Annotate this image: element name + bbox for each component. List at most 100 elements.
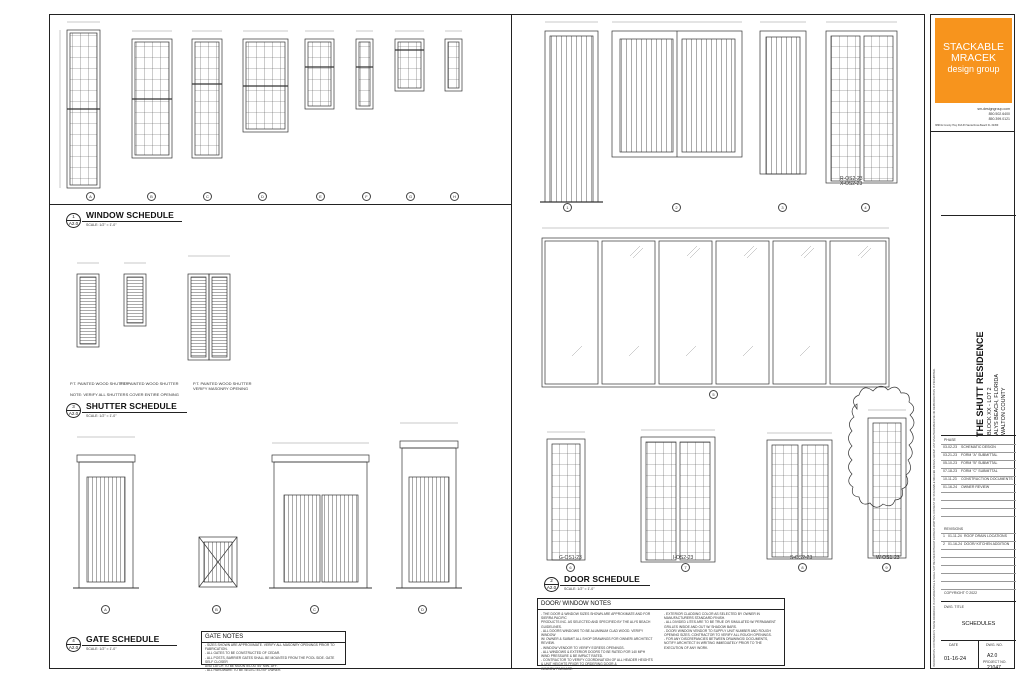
firm-website: sm-designgroup.com <box>977 107 1010 111</box>
disclaimer-text: INFORMATION CONTAINED IN THESE DRAWINGS … <box>933 368 936 667</box>
dwg-no-value: A2.0 <box>987 653 998 659</box>
door-label-4: 4 <box>861 203 870 212</box>
project-county: WALTON COUNTY <box>1001 387 1007 435</box>
firm-name-line3: design group <box>947 64 1000 74</box>
shutter-note-c: P.T. PAINTED WOOD SHUTTER <box>193 381 252 386</box>
project-no-value: 21047 <box>987 665 1001 671</box>
door-tag-9: W-OS1-23 <box>876 555 900 561</box>
dw-note: W/ OWNER & SUBMIT ALL SHOP DRAWINGS FOR … <box>541 637 653 646</box>
gate-label-c: C <box>310 605 319 614</box>
gate-notes-title: GATE NOTES <box>202 632 345 643</box>
door-elevations <box>540 21 915 563</box>
dw-note: - WINDOW VENDOR TO VERIFY EGRESS OPENING… <box>541 645 625 650</box>
window-label-g: G <box>406 192 415 201</box>
dw-note: - ALL WINDOWS & EXTERIOR DOORS TO BE RAT… <box>541 649 646 654</box>
door-schedule-title: DOOR SCHEDULE <box>564 574 640 584</box>
dw-note: GRILLES INSIDE AND OUT W/ SHADOW BARS. <box>664 624 737 629</box>
door-label-8: 8 <box>798 563 807 572</box>
door-tag-4a: R-OS2-23 <box>840 176 863 182</box>
project-city: ALYS BEACH, FLORIDA <box>994 373 1000 435</box>
gate-schedule-scale: SCALE: 1/2" = 1'-0" <box>86 647 117 651</box>
window-label-f: F <box>362 192 371 201</box>
dwg-title-label: DWG. TITLE <box>944 605 964 609</box>
dw-note: OPENING SIZES. CONTRACTOR TO VERIFY ALL … <box>664 633 772 638</box>
dw-note: - ALL DIVIDED LITES ARE TO BE TRUE OR SI… <box>664 620 776 625</box>
shutter-note-b: P.T. PAINTED WOOD SHUTTER <box>120 381 179 386</box>
dw-note: - THE DOOR & WINDOW SIZES SHOWN ARE APPR… <box>541 612 651 621</box>
vertical-divider <box>511 14 512 669</box>
gate-label-d: D <box>418 605 427 614</box>
shutter-elevations <box>76 255 231 361</box>
dw-note: & UNIT HEIGHTS PRIOR TO ORDERING DOOR & <box>541 662 617 667</box>
firm-phone-2: 850.399.0121 <box>988 117 1010 121</box>
drawing-sheet <box>49 14 925 669</box>
gate-elevations <box>73 422 462 589</box>
door-tag-8: S-OS2-23 <box>790 555 813 561</box>
gate-note: - ALL POSTS, BARRIER GATES SHALL BE MOUN… <box>205 655 335 664</box>
door-label-1: 1 <box>563 203 572 212</box>
shutter-schedule-title: SHUTTER SCHEDULE <box>86 401 177 411</box>
shutter-note-a: P.T. PAINTED WOOD SHUTTER <box>70 381 129 386</box>
dw-note: MANUFACTURERS STANDARD FINISH. <box>664 616 726 621</box>
dw-note: - DOOR/ WINDOW VENDOR TO SUPPLY UNIT NUM… <box>664 628 771 633</box>
horizontal-divider-left <box>49 204 511 205</box>
window-label-b: B <box>147 192 156 201</box>
door-label-3: 3 <box>778 203 787 212</box>
shutter-title-underline <box>82 412 187 413</box>
dw-note: PRODUCTS INC. AS SELECTED AND SPECIFIED … <box>541 620 651 629</box>
gate-notes-box: GATE NOTES - SIZES SHOWN ARE APPROXIMATE… <box>201 631 346 672</box>
door-tag-4b: X-OS2-23 <box>840 181 863 187</box>
door-schedule-scale: SCALE: 1/2" = 1'-0" <box>564 587 595 591</box>
window-label-a: A <box>86 192 95 201</box>
gate-title-underline <box>82 645 177 646</box>
door-title-underline <box>560 585 650 586</box>
project-no-label: PROJECT NO. <box>983 660 1007 664</box>
project-lot: BLOCK XX - LOT 2 <box>987 387 993 435</box>
door-tag-7: I-OS2-23 <box>673 555 694 561</box>
dw-note: - EXTERIOR CLADDING COLOR AS SELECTED BY… <box>664 612 760 616</box>
dw-note: - ALL DOORS WINDOWS TO BE ALUMINUM CLAD … <box>541 628 644 638</box>
dw-note: NOTIFY ARCHITECT IN WRITING IMMEDIATELY … <box>664 641 762 646</box>
window-label-h: H <box>450 192 459 201</box>
door-tag-6: G-OS1-23 <box>559 555 582 561</box>
gate-note: AND LATCH TO BE MOUNTED AT 54" MIN. AFF. <box>205 664 278 669</box>
door-label-9: 9 <box>882 563 891 572</box>
shutter-schedule-scale: SCALE: 1/2" = 1'-0" <box>86 414 117 418</box>
door-label-7: 7 <box>681 563 690 572</box>
revisions-header: REVISIONS <box>944 527 964 531</box>
gate-note: - ALL GATES TO BE CONSTRUCTED OF CEDAR. <box>205 651 281 656</box>
gate-schedule-title: GATE SCHEDULE <box>86 634 160 644</box>
door-window-notes-title: DOOR/ WINDOW NOTES <box>538 599 784 610</box>
gate-note: - ALL HARDWARE TO BE SELECTED BY OWNER. <box>205 668 282 673</box>
dw-note: - FOR ANY DISCREPANCIES BETWEEN DRAWINGS… <box>664 637 769 642</box>
window-schedule-scale: SCALE: 1/2" = 1'-0" <box>86 223 117 227</box>
window-schedule-title: WINDOW SCHEDULE <box>86 210 174 220</box>
window-label-e: E <box>316 192 325 201</box>
dw-note: EXECUTION OF ANY WORK. <box>664 645 709 650</box>
firm-logo: STACKABLE MRACEK design group <box>935 18 1012 103</box>
door-label-2: 2 <box>672 203 681 212</box>
window-title-underline <box>82 221 182 222</box>
date-value: 01-16-24 <box>944 656 967 662</box>
dwg-no-label: DWG. NO. <box>986 643 1003 647</box>
dw-note: WINDOW PACKAGE. <box>541 666 573 671</box>
shutter-general-note: NOTE: VERIFY ALL SHUTTERS COVER ENTIRE O… <box>70 392 179 397</box>
shutter-note-c2: VERIFY MASONRY OPENING <box>193 386 249 391</box>
firm-name-line2: MRACEK <box>951 52 996 64</box>
firm-phone-1: 850.502.6400 <box>988 112 1010 116</box>
dwg-title: SCHEDULES <box>961 621 996 627</box>
copyright: COPYRIGHT © 2022 <box>944 591 978 595</box>
dw-note: WIND PRESSURE & BE IMPACT RATED. <box>541 654 604 659</box>
gate-note: - SIZES SHOWN ARE APPROXIMATE. VERIFY AL… <box>205 643 335 652</box>
